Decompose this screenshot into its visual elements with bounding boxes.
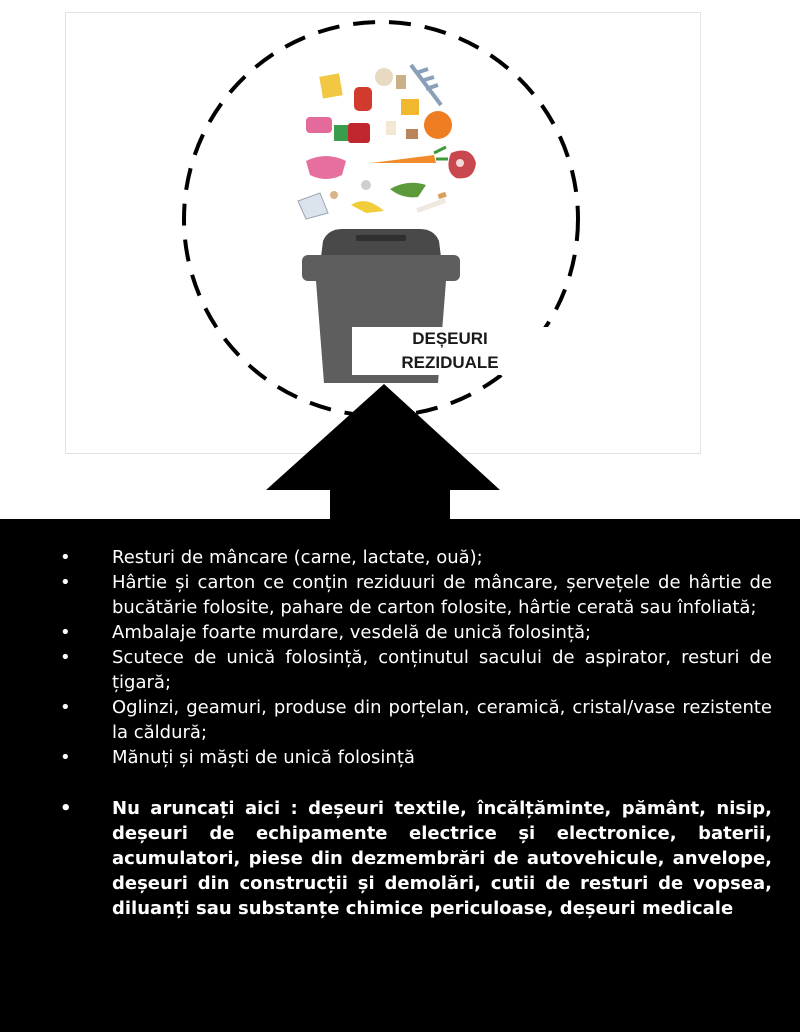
list-item: • Scutece de unică folosință, conținutul … <box>58 645 772 695</box>
list-item: • Hârtie și carton ce conțin reziduuri de… <box>58 570 772 620</box>
diaper-icon <box>306 156 346 179</box>
waste-items-list: • Resturi de mâncare (carne, lactate, ouă… <box>58 545 772 921</box>
list-item: • Resturi de mâncare (carne, lactate, ouă… <box>58 545 772 570</box>
banana-peel-icon <box>351 201 384 213</box>
waste-items-icon <box>297 63 476 220</box>
list-item-text: Ambalaje foarte murdare, vesdelă de unic… <box>112 622 592 643</box>
bullet-icon: • <box>60 647 71 668</box>
bin-label: DEȘEURI REZIDUALE <box>352 327 548 375</box>
bullet-icon: • <box>60 572 71 593</box>
bullet-icon: • <box>60 697 71 718</box>
list-item-text: Mănuți și măști de unică folosință <box>112 747 415 768</box>
residual-waste-info-box: • Resturi de mâncare (carne, lactate, ouă… <box>0 519 800 1032</box>
apple-core-icon <box>375 68 393 86</box>
bullet-icon: • <box>60 622 71 643</box>
carrot-icon <box>371 155 436 163</box>
fish-bone-icon <box>409 63 443 107</box>
broken-glass-icon <box>297 192 329 220</box>
lettuce-icon <box>390 182 426 198</box>
bin-label-line2: REZIDUALE <box>401 353 499 372</box>
cheese-icon <box>319 73 343 99</box>
bin-label-line1: DEȘEURI <box>412 329 488 348</box>
bullet-icon: • <box>60 798 72 819</box>
pepper-icon <box>354 87 372 111</box>
list-item: • Ambalaje foarte murdare, vesdelă de uni… <box>58 620 772 645</box>
orange-icon <box>424 111 452 139</box>
list-item-text: Resturi de mâncare (carne, lactate, ouă)… <box>112 547 483 568</box>
list-item-text: Oglinzi, geamuri, produse din porțelan, … <box>112 697 772 743</box>
cigarette-icon <box>416 197 447 213</box>
up-arrow-icon <box>266 384 500 520</box>
warning-item: • Nu aruncați aici : deșeuri textile, înc… <box>58 796 772 921</box>
list-item-text: Scutece de unică folosință, conținutul s… <box>112 647 772 693</box>
cheese-small-icon <box>401 99 419 115</box>
bullet-icon: • <box>60 547 71 568</box>
list-item-text: Hârtie și carton ce conțin reziduuri de … <box>112 572 772 618</box>
list-item: • Mănuți și măști de unică folosință <box>58 745 772 770</box>
warning-text: Nu aruncați aici : deșeuri textile, încă… <box>112 798 772 919</box>
bullet-icon: • <box>60 747 71 768</box>
list-item: • Oglinzi, geamuri, produse din porțelan,… <box>58 695 772 745</box>
